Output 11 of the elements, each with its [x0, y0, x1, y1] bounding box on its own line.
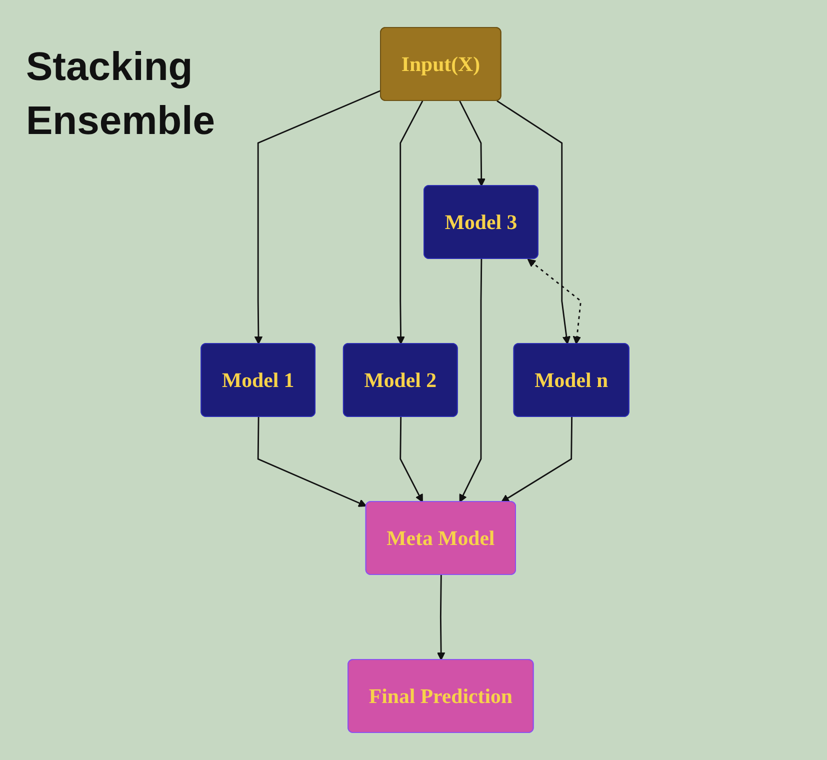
arrow	[501, 416, 573, 502]
arrow	[527, 258, 582, 344]
arrow	[257, 416, 367, 507]
arrow	[396, 100, 424, 344]
arrow	[496, 100, 571, 344]
arrow	[436, 574, 446, 660]
diagram-title: Stacking Ensemble	[26, 44, 216, 145]
arrow	[400, 416, 423, 502]
arrow	[459, 100, 486, 186]
arrow	[459, 258, 482, 502]
arrow	[254, 90, 382, 344]
